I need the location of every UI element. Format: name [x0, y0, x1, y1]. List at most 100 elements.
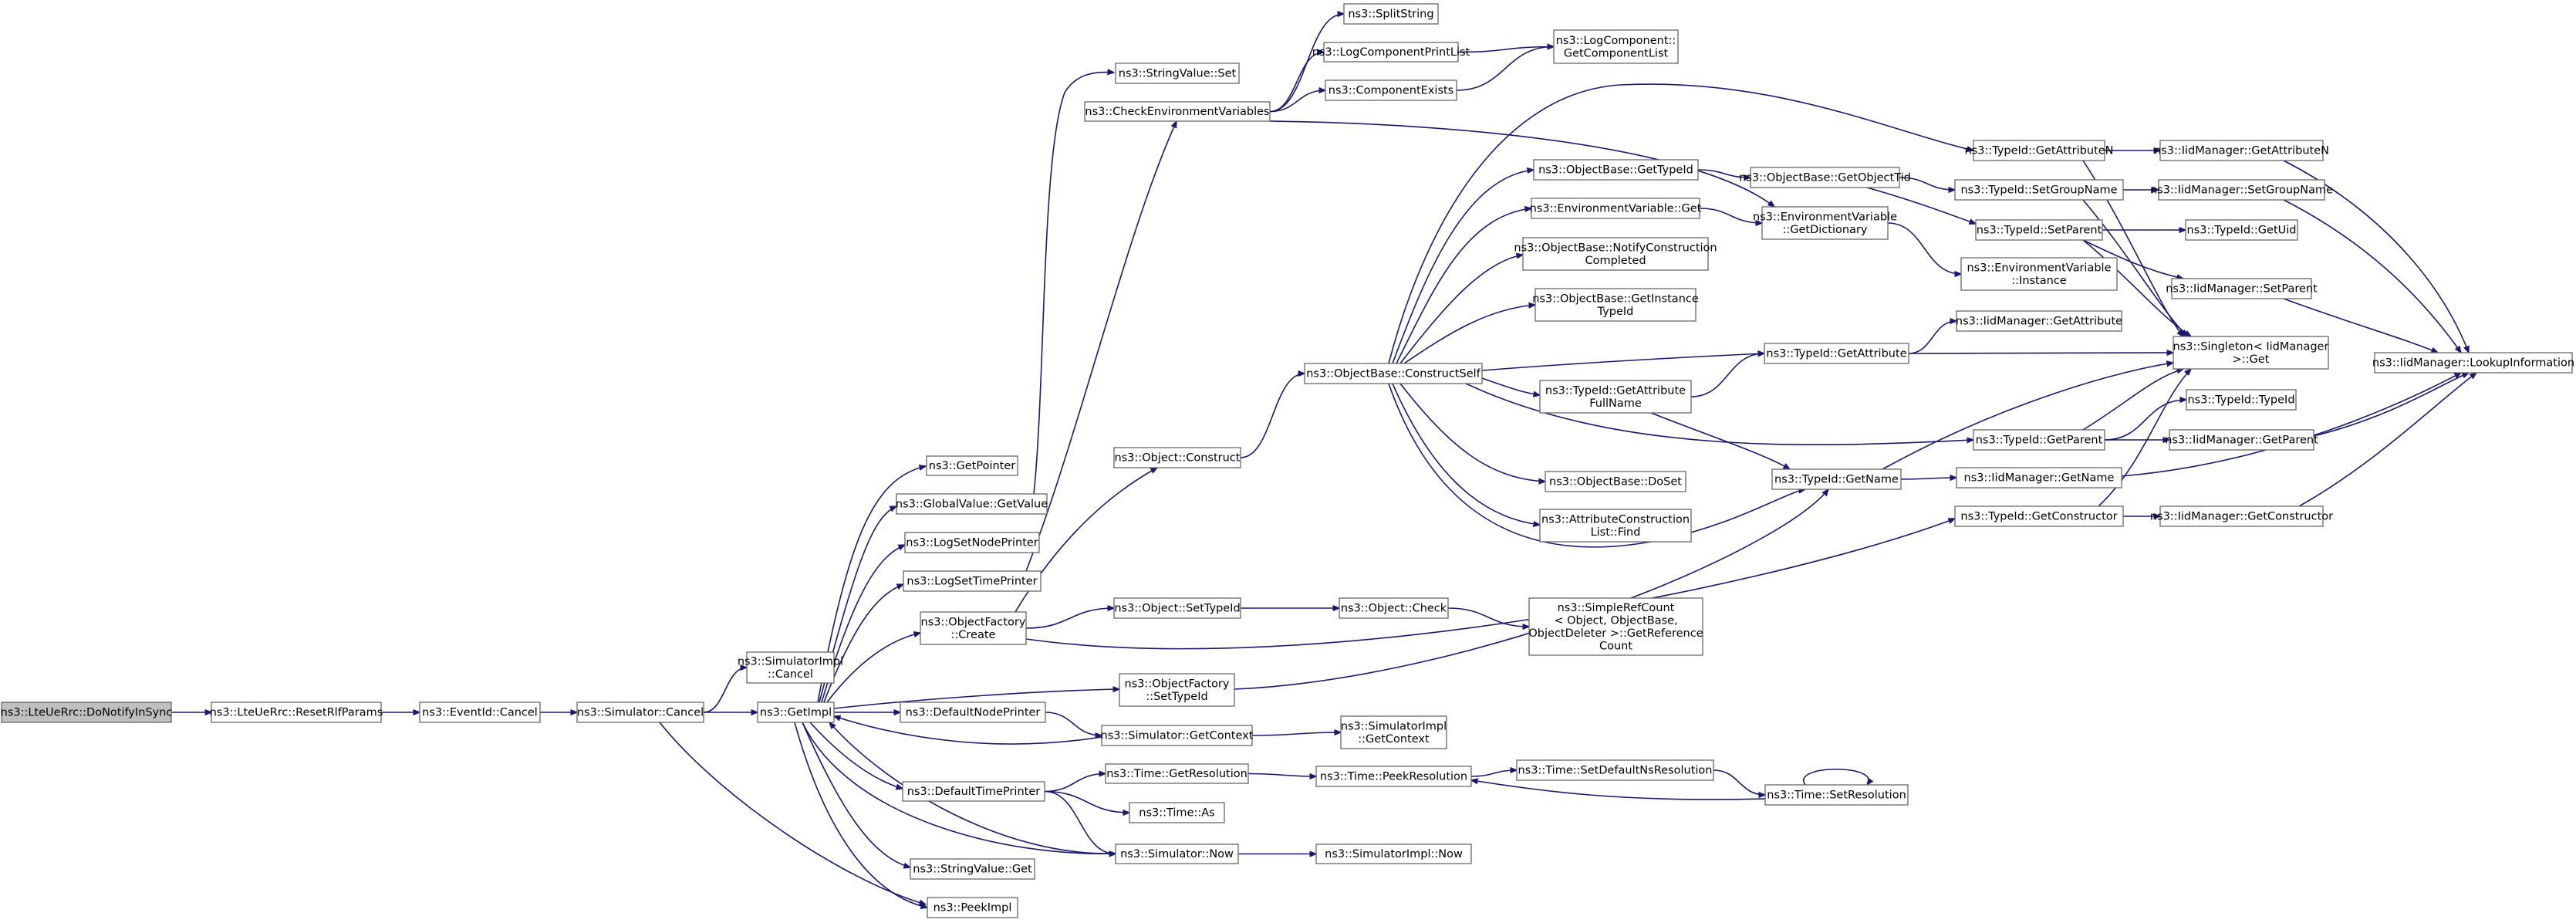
node-box [1339, 597, 1449, 619]
function-node-checkenvironmentvariables[interactable]: ns3::CheckEnvironmentVariables [1084, 101, 1271, 122]
function-node-logcomponentprintlist[interactable]: ns3::LogComponentPrintList [1312, 42, 1470, 63]
function-node-peekimpl[interactable]: ns3::PeekImpl [927, 897, 1018, 918]
node-label: >::Get [2233, 353, 2270, 366]
function-node-time-peekresolution[interactable]: ns3::Time::PeekResolution [1315, 766, 1472, 787]
call-arrow [802, 722, 910, 867]
function-node-iidmanager-getattributen[interactable]: ns3::IidManager::GetAttributeN [2154, 140, 2329, 161]
function-node-typeid-getattributen[interactable]: ns3::TypeId::GetAttributeN [1964, 140, 2114, 161]
function-node-objectfactory-settypeid[interactable]: ns3::ObjectFactory::SetTypeId [1119, 673, 1235, 707]
node-box [2171, 278, 2312, 299]
function-node-environmentvariable-get[interactable]: ns3::EnvironmentVariable::Get [1530, 198, 1702, 219]
node-label: ns3::Object::SetTypeId [1114, 603, 1240, 615]
function-node-time-as[interactable]: ns3::Time::As [1129, 802, 1225, 823]
call-arrow [1044, 790, 1129, 813]
function-node-simulator-cancel[interactable]: ns3::Simulator::Cancel [576, 702, 704, 723]
function-node-simulatorimpl-getcontext[interactable]: ns3::SimulatorImpl::GetContext [1340, 715, 1447, 749]
function-node-typeid-getname[interactable]: ns3::TypeId::GetName [1771, 468, 1902, 490]
node-label: Completed [1585, 255, 1646, 267]
node-label: ns3::TypeId::GetUid [2187, 225, 2297, 237]
function-node-splitstring[interactable]: ns3::SplitString [1343, 3, 1439, 25]
function-node-objectbase-notifyconstructioncompleted[interactable]: ns3::ObjectBase::NotifyConstructionCompl… [1514, 237, 1717, 271]
call-arrow [834, 716, 1102, 745]
function-node-typeid-setparent[interactable]: ns3::TypeId::SetParent [1975, 219, 2103, 241]
function-node-environmentvariable-getdictionary[interactable]: ns3::EnvironmentVariable::GetDictionary [1753, 206, 1897, 240]
function-node-iidmanager-getattribute[interactable]: ns3::IidManager::GetAttribute [1956, 310, 2122, 332]
node-box [1340, 715, 1447, 749]
function-node-objectfactory-create[interactable]: ns3::ObjectFactory::Create [920, 611, 1027, 645]
function-node-simulatorimpl-now[interactable]: ns3::SimulatorImpl::Now [1315, 844, 1472, 864]
call-arrow [1866, 187, 1976, 224]
node-label: ns3::TypeId::TypeId [2187, 394, 2294, 407]
node-label: ::Cancel [768, 668, 813, 681]
function-node-iidmanager-getparent[interactable]: ns3::IidManager::GetParent [2165, 429, 2318, 451]
function-node-simulator-getcontext[interactable]: ns3::Simulator::GetContext [1101, 725, 1254, 746]
function-node-logsettimeprinter[interactable]: ns3::LogSetTimePrinter [903, 570, 1042, 592]
function-node-logsetnodeprinter[interactable]: ns3::LogSetNodePrinter [904, 532, 1040, 553]
call-arrow [1481, 377, 1540, 395]
call-edge-objectfactory-create-to-typeid-getconstructor [1025, 519, 1955, 650]
call-arrow [1025, 608, 1114, 629]
function-node-typeid-getuid[interactable]: ns3::TypeId::GetUid [2185, 219, 2298, 241]
function-node-iidmanager-lookupinformation[interactable]: ns3::IidManager::LookupInformation [2372, 352, 2574, 374]
function-node-simulatorimpl-cancel[interactable]: ns3::SimulatorImpl::Cancel [738, 651, 843, 684]
function-node-logcomponent-getcomponentlist[interactable]: ns3::LogComponent::GetComponentList [1553, 29, 1679, 64]
function-node-objectbase-doset[interactable]: ns3::ObjectBase::DoSet [1545, 471, 1686, 492]
call-arrow [802, 722, 1116, 854]
call-edge-objectbase-constructself-to-typeid-getattributefullname [1481, 377, 1540, 395]
function-node-object-construct[interactable]: ns3::Object::Construct [1113, 447, 1241, 468]
function-node-objectbase-gettypeid[interactable]: ns3::ObjectBase::GetTypeId [1533, 159, 1699, 181]
function-node-object-settypeid[interactable]: ns3::Object::SetTypeId [1113, 597, 1241, 619]
function-node-time-setdefaultnsresolution[interactable]: ns3::Time::SetDefaultNsResolution [1516, 759, 1714, 781]
function-node-time-getresolution[interactable]: ns3::Time::GetResolution [1105, 763, 1249, 784]
function-node-typeid-getattribute[interactable]: ns3::TypeId::GetAttribute [1764, 343, 1909, 364]
call-arrow [1044, 790, 1116, 854]
node-label: ns3::TypeId::SetGroupName [1960, 184, 2117, 197]
function-node-simplerefcount-object-objectbase-objectdeleter-getreferencecount[interactable]: ns3::SimpleRefCount< Object, ObjectBase,… [1528, 597, 1703, 656]
function-node-singleton-iidmanager-get[interactable]: ns3::Singleton< IidManager>::Get [2173, 336, 2329, 370]
function-node-getimpl[interactable]: ns3::GetImpl [757, 702, 835, 723]
node-box [1516, 759, 1714, 781]
function-node-defaulttimeprinter[interactable]: ns3::DefaultTimePrinter [902, 781, 1045, 802]
node-label: ns3::LteUeRrc::ResetRlfParams [210, 707, 383, 719]
call-arrow [1392, 170, 1534, 364]
call-edge-iidmanager-getconstructor-to-iidmanager-lookupinformation [2298, 373, 2476, 507]
node-label: ns3::ObjectBase::GetInstance [1532, 292, 1699, 305]
function-node-time-setresolution[interactable]: ns3::Time::SetResolution [1764, 784, 1909, 806]
node-box [1533, 159, 1699, 181]
function-node-globalvalue-getvalue[interactable]: ns3::GlobalValue::GetValue [896, 493, 1048, 515]
function-node-stringvalue-set[interactable]: ns3::StringValue::Set [1115, 63, 1240, 84]
function-node-getpointer[interactable]: ns3::GetPointer [926, 455, 1018, 476]
call-arrow [1396, 208, 1531, 364]
function-node-typeid-typeid[interactable]: ns3::TypeId::TypeId [2186, 389, 2297, 411]
function-node-object-check[interactable]: ns3::Object::Check [1339, 597, 1449, 619]
function-node-objectbase-constructself[interactable]: ns3::ObjectBase::ConstructSelf [1304, 363, 1483, 384]
function-node-iidmanager-setgroupname[interactable]: ns3::IidManager::SetGroupName [2150, 179, 2333, 201]
function-node-lteuerrc-resetrlfparams[interactable]: ns3::LteUeRrc::ResetRlfParams [210, 702, 383, 723]
call-arrow [1251, 732, 1341, 736]
function-node-environmentvariable-instance[interactable]: ns3::EnvironmentVariable::Instance [1960, 257, 2118, 291]
call-arrow [1470, 770, 1517, 777]
root-node-lteuerrc-donotifyinsync[interactable]: ns3::LteUeRrc::DoNotifyInSync [1, 702, 173, 723]
function-node-objectbase-getobjecttid[interactable]: ns3::ObjectBase::GetObjectTid [1739, 167, 1911, 188]
function-node-defaultnodeprinter[interactable]: ns3::DefaultNodePrinter [900, 702, 1046, 723]
function-node-stringvalue-get[interactable]: ns3::StringValue::Get [910, 858, 1035, 880]
call-arrow [1650, 412, 1790, 469]
function-node-typeid-getparent[interactable]: ns3::TypeId::GetParent [1973, 429, 2105, 451]
function-node-typeid-getconstructor[interactable]: ns3::TypeId::GetConstructor [1954, 505, 2124, 527]
node-label: ns3::EventId::Cancel [422, 707, 538, 719]
function-node-componentexists[interactable]: ns3::ComponentExists [1325, 79, 1457, 101]
function-node-iidmanager-setparent[interactable]: ns3::IidManager::SetParent [2166, 278, 2318, 299]
function-node-simulator-now[interactable]: ns3::Simulator::Now [1115, 844, 1239, 864]
function-node-eventid-cancel[interactable]: ns3::EventId::Cancel [419, 702, 541, 723]
node-label: ns3::TypeId::SetParent [1977, 225, 2102, 237]
node-label: ns3::Simulator::GetContext [1101, 730, 1254, 742]
node-label: ns3::TypeId::GetParent [1976, 434, 2103, 447]
node-label: ns3::DefaultTimePrinter [907, 786, 1040, 798]
function-node-typeid-setgroupname[interactable]: ns3::TypeId::SetGroupName [1954, 179, 2124, 201]
call-arrow [703, 668, 747, 713]
function-node-iidmanager-getconstructor[interactable]: ns3::IidManager::GetConstructor [2150, 505, 2333, 527]
function-node-iidmanager-getname[interactable]: ns3::IidManager::GetName [1956, 467, 2122, 489]
